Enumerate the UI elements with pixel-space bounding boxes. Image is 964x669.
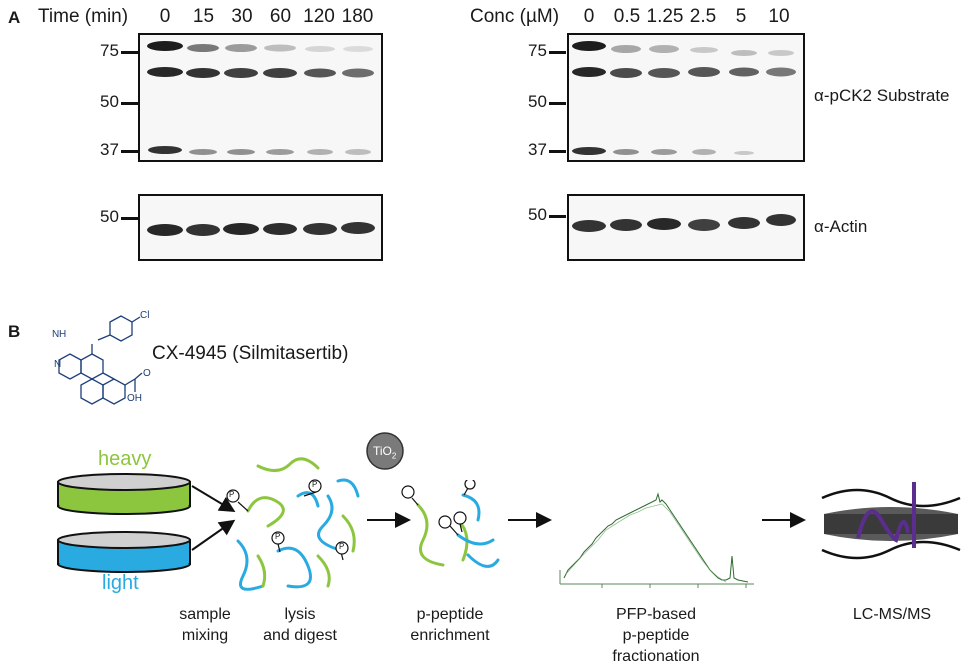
left-substrate-blot [138,33,383,162]
conc-header: Conc (µM) [470,6,560,27]
substrate-antibody-label: α-pCK2 Substrate [814,86,950,105]
left-marker-75: 75 [100,41,119,60]
right-marker-50: 50 [528,92,547,111]
structure-n: N [54,359,62,370]
left-actin-tick-50 [121,217,138,220]
arrow-to-fractionation [508,512,552,528]
step-enrichment: p-peptide enrichment [395,604,505,646]
right-substrate-blot [567,33,805,162]
left-substrate-bands [147,41,374,155]
step-5-line-1: LC-MS/MS [852,606,932,623]
right-marker-75: 75 [528,41,547,60]
structure-h: H [59,329,67,340]
right-tick-37 [549,150,566,153]
time-lane-label: 15 [192,6,215,27]
conc-lane-label: 0 [583,6,595,27]
structure-oh: OH [127,393,142,404]
time-lane-label: 0 [159,6,171,27]
step-1-line-1: sample [179,606,231,623]
structure-n-h: N [52,329,60,340]
left-marker-50: 50 [100,92,119,111]
tio2-text: TiO [373,444,392,458]
actin-antibody-label: α-Actin [814,217,868,236]
panel-a-label: A [8,8,21,27]
compound-name: CX-4945 (Silmitasertib) [152,343,349,364]
step-lcms: LC-MS/MS [832,604,952,625]
arrow-to-lcms [762,512,806,528]
conc-lane-label: 1.25 [646,6,684,27]
phospho-p-3: P [275,532,281,541]
right-actin-marker-50: 50 [528,205,547,224]
right-marker-37: 37 [528,140,547,159]
conc-lane-label: 2.5 [689,6,717,27]
peptide-mixture-icon [226,457,360,591]
arrow-to-enrichment [367,512,411,528]
time-lane-label: 180 [341,6,374,27]
mixing-arrows [191,485,236,551]
structure-cl: Cl [140,310,150,321]
right-actin-blot [567,194,805,261]
time-lane-label: 30 [231,6,253,27]
tio2-subscript: 2 [391,451,397,461]
right-substrate-bands [572,41,796,155]
phospho-p-4: P [339,542,345,551]
left-tick-75 [121,51,138,54]
phospho-p-2: P [312,480,318,489]
left-tick-50 [121,102,138,105]
step-4-line-3: fractionation [612,648,700,665]
left-marker-37: 37 [100,140,119,159]
light-label: light [102,572,139,594]
time-header: Time (min) [38,6,129,27]
left-tick-37 [121,150,138,153]
cx4945-structure-icon [58,315,143,405]
structure-o: O [143,368,151,379]
lc-ms-instrument-icon [821,482,961,560]
fractionation-chromatogram [559,492,754,588]
left-actin-blot [138,194,383,261]
phospho-p-1: P [229,490,235,499]
right-tick-50 [549,102,566,105]
left-actin-marker-50: 50 [100,207,119,226]
tio2-bead-icon [366,432,404,470]
enriched-peptides-icon [401,480,500,568]
step-3-line-1: p-peptide [416,606,484,623]
step-3-line-2: enrichment [410,627,490,644]
step-2-line-1: lysis [284,606,316,623]
right-actin-bands [572,214,796,232]
conc-lane-label: 5 [735,6,747,27]
conc-lane-label: 10 [768,6,790,27]
heavy-label: heavy [98,448,152,470]
panel-b-label: B [8,322,21,341]
left-actin-bands [147,222,375,236]
step-4-line-1: PFP-based [615,606,697,623]
step-4-line-2: p-peptide [622,627,690,644]
time-lane-label: 120 [303,6,335,27]
step-lysis-digest: lysis and digest [250,604,350,646]
step-sample-mixing: sample mixing [160,604,250,646]
conc-lane-label: 0.5 [613,6,641,27]
step-2-line-2: and digest [263,627,337,644]
step-1-line-2: mixing [181,627,229,644]
step-fractionation: PFP-based p-peptide fractionation [596,604,716,667]
right-tick-75 [549,51,566,54]
heavy-dish-icon [57,473,191,515]
right-actin-tick-50 [549,215,566,218]
time-lane-label: 60 [269,6,292,27]
tio2-label: TiO2 [373,444,396,460]
light-dish-icon [57,531,191,573]
